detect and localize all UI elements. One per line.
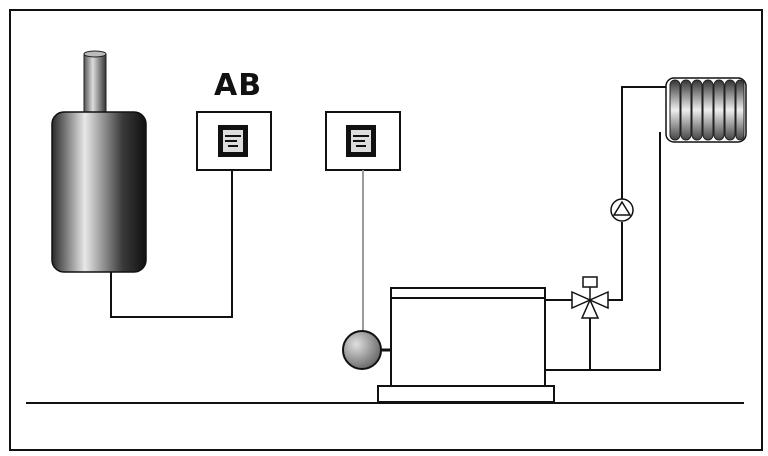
controller-icon bbox=[196, 111, 272, 171]
tank-icon bbox=[51, 50, 147, 273]
controller-label: AB bbox=[214, 68, 262, 103]
tank-controller-line bbox=[110, 170, 233, 318]
coil-return-pipe bbox=[545, 132, 661, 371]
boiler-icon bbox=[390, 287, 546, 387]
pump-to-coil-pipe bbox=[621, 86, 668, 199]
heat-exchanger-coil-icon bbox=[665, 77, 747, 143]
valve-to-coil-pipe bbox=[608, 222, 623, 301]
circulation-pump-icon bbox=[610, 198, 634, 222]
controller-icon bbox=[325, 111, 401, 171]
pump-motor-icon bbox=[342, 330, 392, 370]
boiler-base bbox=[377, 385, 555, 403]
